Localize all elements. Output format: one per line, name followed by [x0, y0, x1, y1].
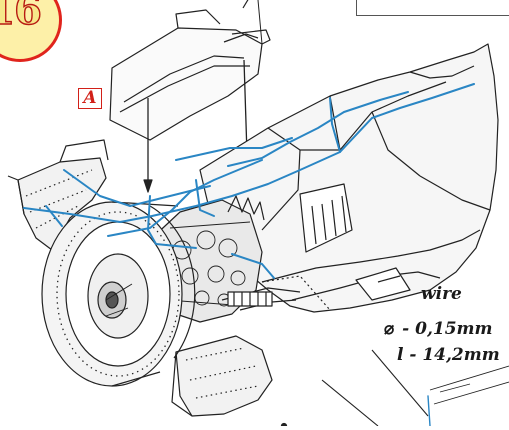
wire-note-diameter: ⌀ - 0,15mm — [384, 319, 493, 339]
reference-callout-box — [356, 0, 509, 16]
wire-note-title: wire — [421, 284, 462, 304]
wire-diameter-value: - 0,15mm — [396, 319, 493, 339]
cover-part — [109, 27, 263, 141]
wire-note-length: l - 14,2mm — [397, 345, 500, 365]
diameter-symbol-icon: ⌀ — [384, 319, 395, 339]
left-panel — [17, 157, 107, 251]
bottom-panel — [175, 335, 273, 417]
step-number: 16 — [0, 0, 43, 35]
wire-routing — [23, 83, 475, 427]
part-label-a: A — [78, 88, 102, 109]
